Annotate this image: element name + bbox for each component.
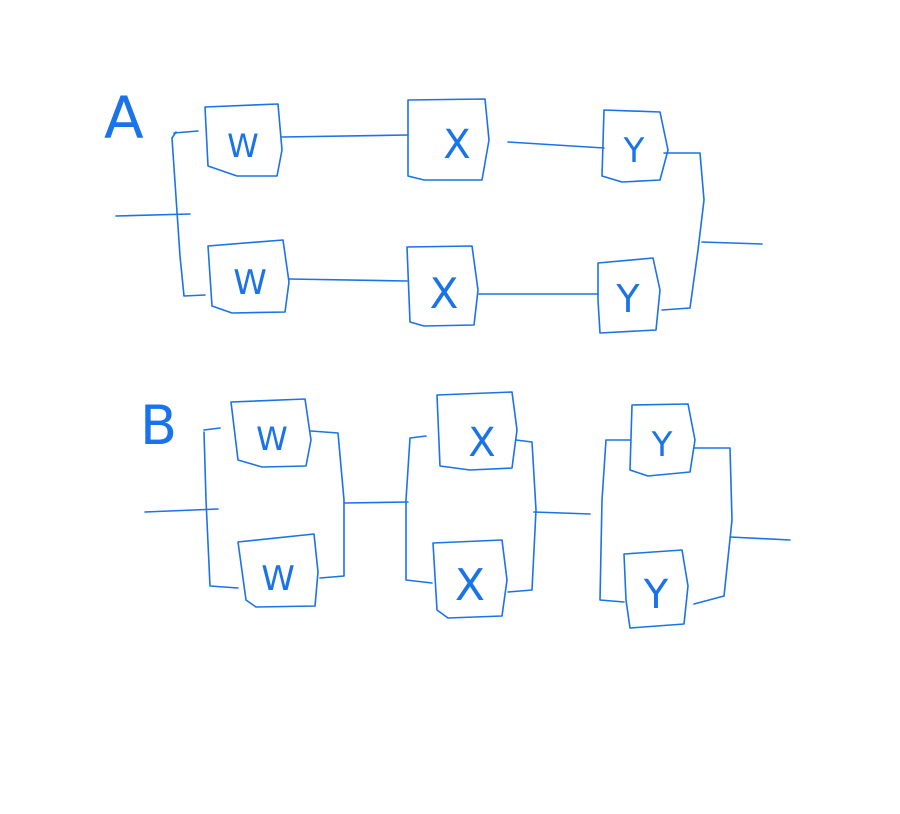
- diagram-b: B W W X X Y: [140, 391, 791, 629]
- diagram-a-left-bus: [171, 131, 206, 297]
- diagram-a-block-y-top: Y: [601, 109, 669, 183]
- diagram-b-y-right-bus: [693, 447, 733, 605]
- diagram-a-block-w-bottom: W: [207, 239, 290, 314]
- block-label: W: [256, 420, 288, 458]
- diagram-b-block-y-top: Y: [629, 403, 696, 477]
- diagram-a-block-w-top: W: [204, 103, 283, 177]
- block-outline: [406, 245, 479, 327]
- diagram-a-label: A: [104, 84, 144, 152]
- diagram-b-wire-x-y: [533, 511, 591, 515]
- diagram-a-block-x-top: X: [407, 98, 490, 181]
- block-label: W: [233, 263, 267, 303]
- diagram-a-wire-top-x-y: [507, 141, 605, 149]
- diagram-a-input-wire: [115, 213, 191, 217]
- block-label: Y: [615, 277, 640, 321]
- diagram-a-output-wire: [701, 241, 763, 245]
- block-outline: [237, 533, 319, 608]
- diagram-b-x-left-bus: [405, 435, 433, 584]
- diagram-a-block-y-bottom: Y: [597, 257, 661, 334]
- diagram-b-wire-w-x: [343, 501, 409, 504]
- diagram-a-left-stub-top: [173, 130, 199, 134]
- diagram-a-right-bus: [661, 152, 705, 311]
- diagram-a: A W X Y W X Y: [104, 84, 763, 334]
- block-outline: [204, 103, 283, 177]
- diagram-b-block-x-bottom: X: [432, 539, 508, 619]
- diagram-a-block-x-bottom: X: [406, 245, 479, 327]
- diagram-b-block-y-bottom: Y: [623, 549, 689, 629]
- block-outline: [230, 398, 312, 468]
- block-label: Y: [651, 425, 673, 465]
- diagram-b-x-right-bus: [507, 439, 537, 593]
- diagram-b-block-w-top: W: [230, 398, 312, 468]
- block-label: Y: [643, 572, 669, 618]
- block-outline: [407, 98, 490, 181]
- block-outline: [597, 257, 661, 334]
- block-outline: [629, 403, 696, 477]
- diagram-b-label: B: [140, 394, 177, 457]
- block-label: X: [468, 420, 495, 466]
- block-label: W: [261, 559, 295, 599]
- diagram-a-wire-top-w-x: [281, 134, 409, 138]
- diagram-b-w-right-bus: [310, 430, 345, 579]
- block-outline: [436, 391, 518, 471]
- diagram-b-output-wire: [729, 536, 791, 541]
- block-label: Y: [623, 131, 645, 171]
- block-outline: [207, 239, 290, 314]
- block-label: X: [455, 560, 485, 611]
- block-label: W: [227, 127, 259, 165]
- block-outline: [623, 549, 689, 629]
- block-label: X: [430, 269, 459, 318]
- block-outline: [432, 539, 508, 619]
- diagram-b-y-left-bus: [599, 439, 631, 603]
- diagram-b-w-left-bus: [203, 427, 239, 589]
- diagram-a-wire-bottom-w-x: [288, 278, 408, 282]
- diagram-b-block-w-bottom: W: [237, 533, 319, 608]
- block-outline: [601, 109, 669, 183]
- block-label: X: [443, 122, 470, 168]
- diagram-b-block-x-top: X: [436, 391, 518, 471]
